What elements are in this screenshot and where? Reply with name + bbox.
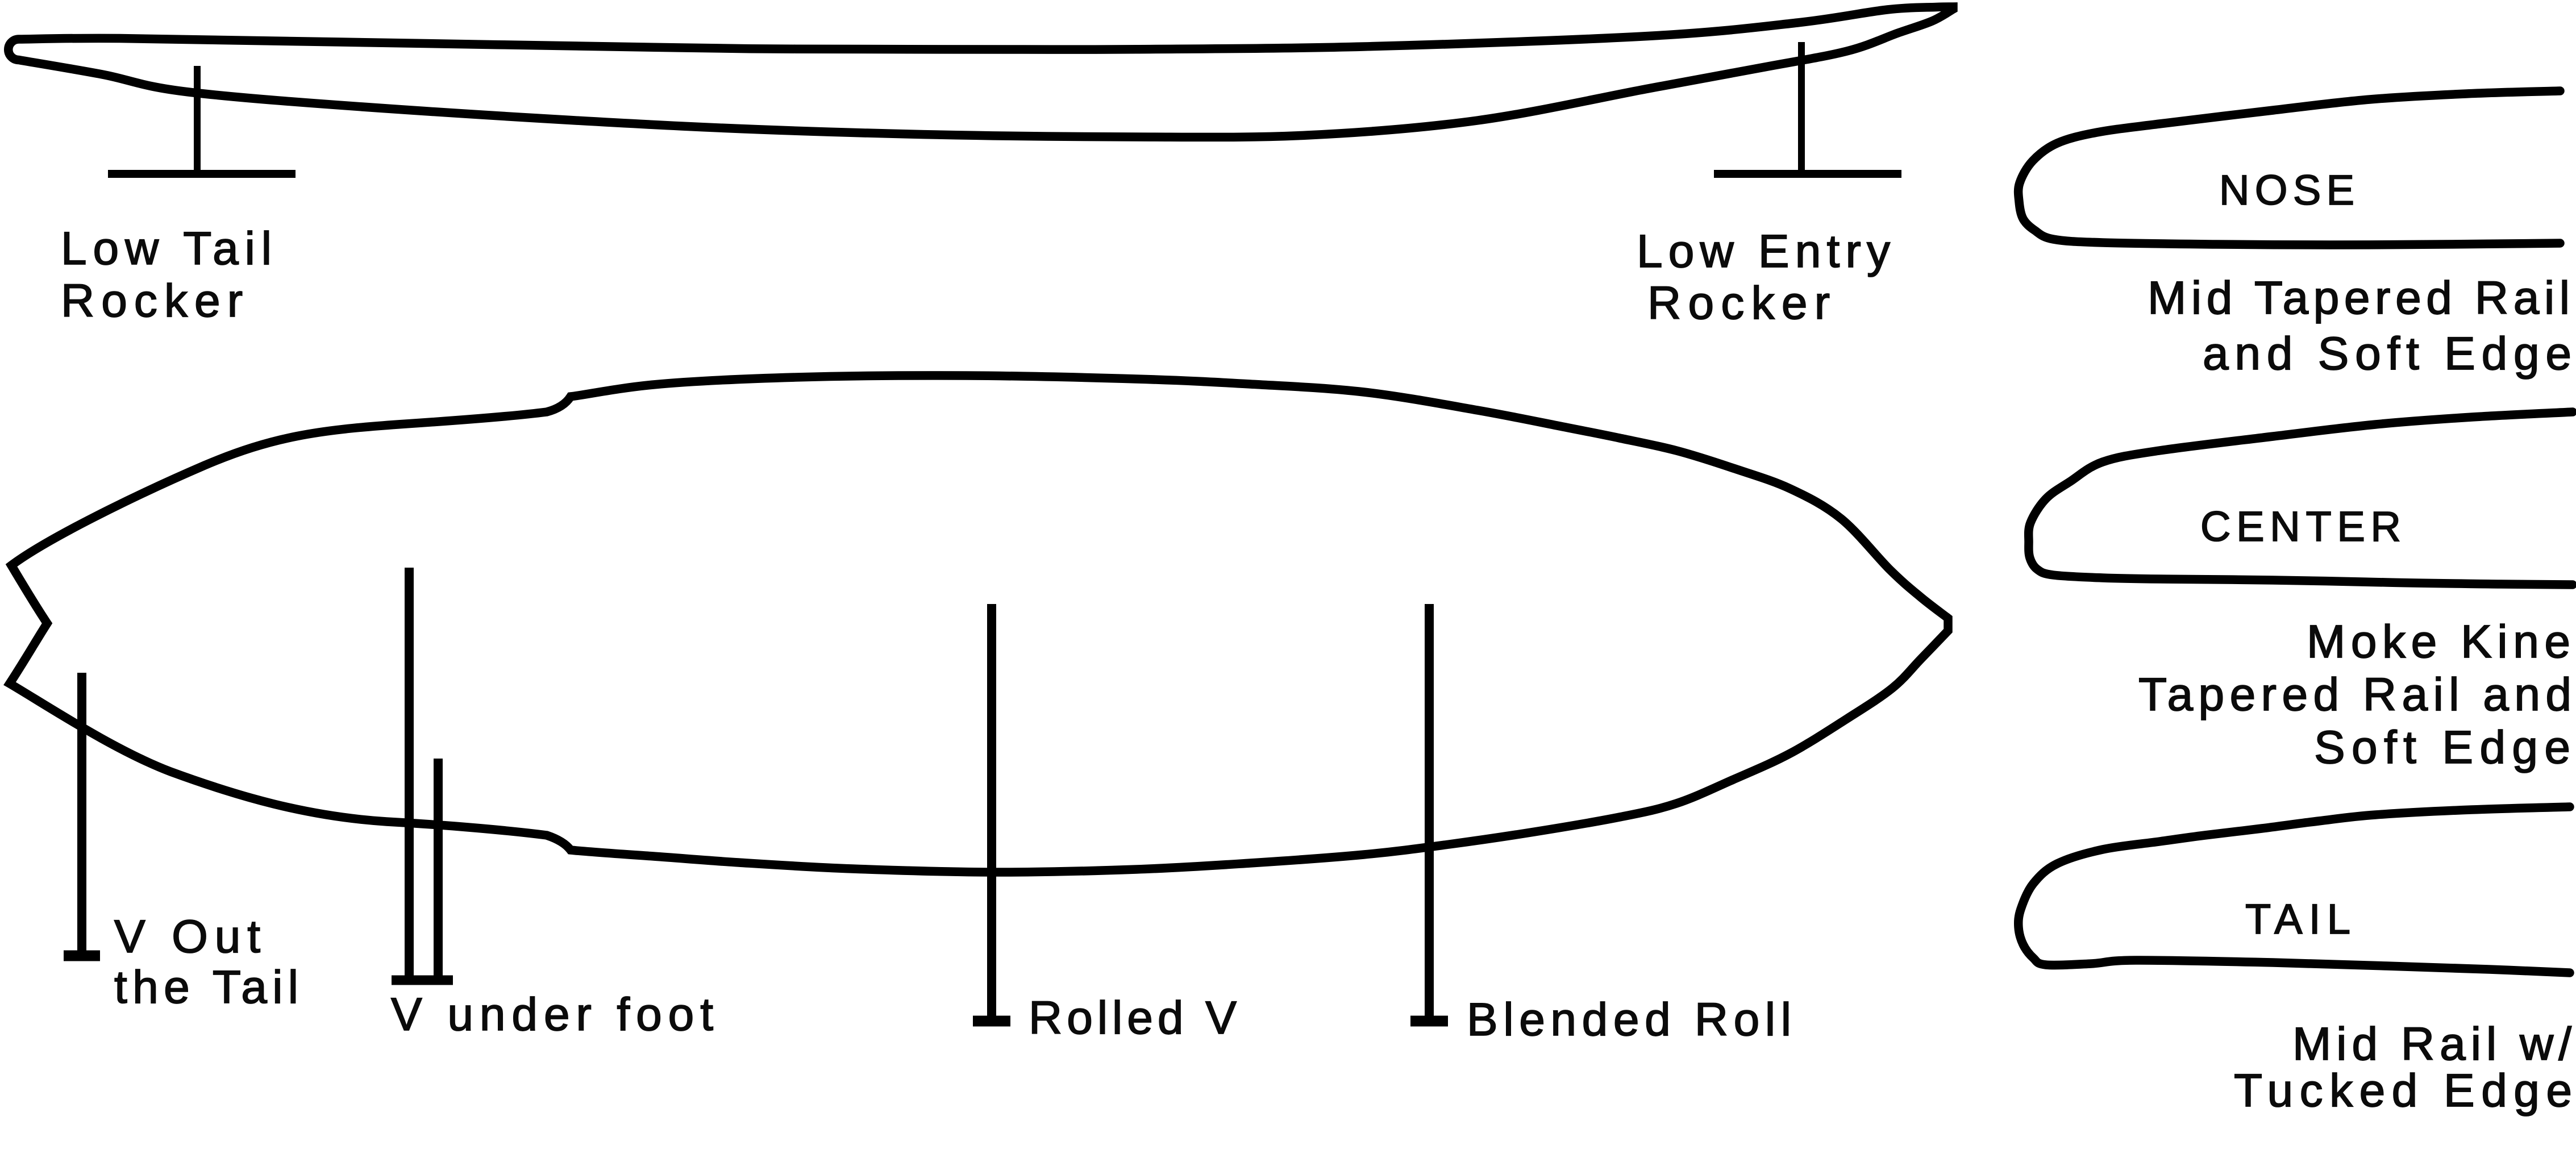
svg-text:Low Entry: Low Entry [1637,226,1890,277]
svg-text:Rolled V: Rolled V [1029,992,1237,1044]
svg-text:TAIL: TAIL [2245,895,2350,943]
svg-text:V Out: V Out [114,911,260,963]
svg-text:Mid Tapered Rail: Mid Tapered Rail [2148,272,2570,324]
svg-text:Soft Edge: Soft Edge [2314,722,2570,773]
svg-text:Tapered Rail and: Tapered Rail and [2138,669,2571,720]
svg-text:Mid Rail w/: Mid Rail w/ [2292,1018,2571,1070]
svg-text:Low Tail: Low Tail [61,223,272,274]
svg-text:and Soft Edge: and Soft Edge [2203,328,2571,380]
svg-text:NOSE: NOSE [2219,166,2354,214]
svg-text:Rocker: Rocker [1647,277,1830,329]
svg-text:Rocker: Rocker [61,275,243,327]
svg-text:Blended Roll: Blended Roll [1467,994,1791,1045]
svg-text:Tucked Edge: Tucked Edge [2234,1065,2572,1117]
